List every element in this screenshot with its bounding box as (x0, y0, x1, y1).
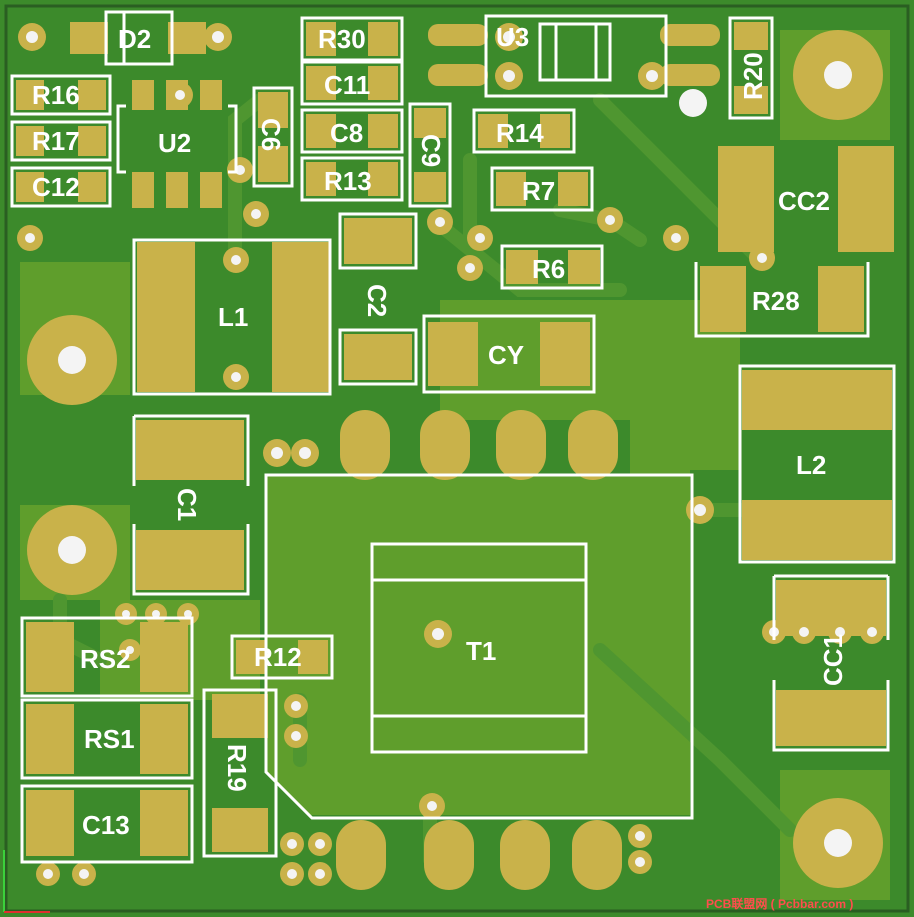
labels: D2 R30 U3 R20 R16 R17 C12 U2 C6 C11 C8 C… (32, 22, 848, 840)
label-C11: C11 (324, 70, 370, 100)
label-R14: R14 (496, 118, 544, 148)
label-T1: T1 (466, 636, 496, 666)
label-C8: C8 (330, 118, 363, 148)
origin-axes-marker (3, 850, 50, 913)
label-L1: L1 (218, 302, 248, 332)
label-C9: C9 (416, 134, 446, 167)
label-R28: R28 (752, 286, 800, 316)
label-RS2: RS2 (80, 644, 131, 674)
label-R20: R20 (738, 52, 768, 100)
label-R6: R6 (532, 254, 565, 284)
label-CY: CY (488, 340, 524, 370)
label-R7: R7 (522, 176, 555, 206)
label-R30: R30 (318, 24, 366, 54)
label-C1: C1 (172, 488, 202, 521)
silkscreen-outlines (10, 10, 896, 864)
label-RS1: RS1 (84, 724, 135, 754)
label-R12: R12 (254, 642, 302, 672)
label-D2: D2 (118, 24, 151, 54)
label-C2: C2 (362, 284, 392, 317)
pads (16, 22, 894, 890)
label-C6: C6 (256, 118, 286, 151)
label-U2: U2 (158, 128, 191, 158)
label-L2: L2 (796, 450, 826, 480)
label-CC2: CC2 (778, 186, 830, 216)
label-C12: C12 (32, 172, 80, 202)
label-R19: R19 (222, 744, 252, 792)
label-CC1: CC1 (818, 634, 848, 686)
mounting-holes (27, 30, 883, 888)
vias (17, 23, 884, 886)
watermark: PCB联盟网 ( Pcbbar.com ) (706, 897, 853, 911)
label-R17: R17 (32, 126, 80, 156)
label-C13: C13 (82, 810, 130, 840)
board-edge (4, 4, 910, 913)
label-R13: R13 (324, 166, 372, 196)
label-U3: U3 (496, 22, 529, 52)
label-R16: R16 (32, 80, 80, 110)
